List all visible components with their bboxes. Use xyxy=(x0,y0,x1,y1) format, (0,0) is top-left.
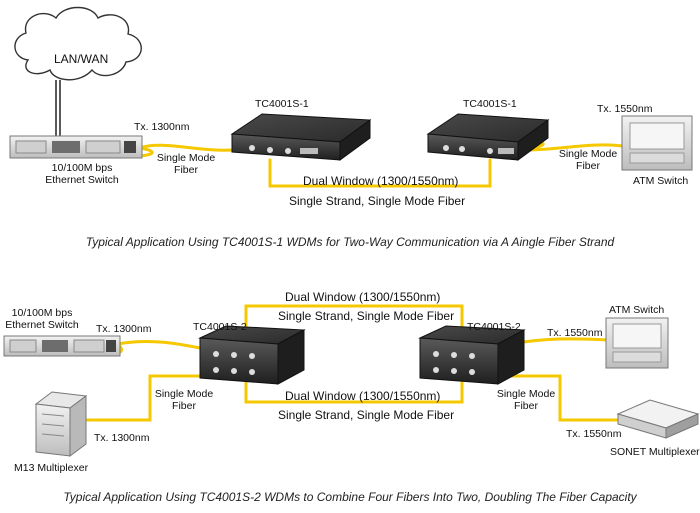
dual-window-label: Dual Window (1300/1550nm) xyxy=(303,174,459,188)
fiber-top xyxy=(138,140,624,188)
wdm-label: TC4001S-1 xyxy=(463,98,517,110)
tx-label: Tx. 1550nm xyxy=(597,103,653,115)
tx-label: Tx. 1300nm xyxy=(134,121,190,133)
atm-switch-icon xyxy=(621,115,693,171)
wdm-tc4001s-2-right-icon xyxy=(418,325,526,385)
m13-multiplexer-icon xyxy=(34,391,88,457)
lan-wan-cloud xyxy=(14,6,142,81)
atm-switch-icon xyxy=(605,317,669,369)
dual-window-label: Dual Window (1300/1550nm) xyxy=(285,290,441,304)
caption-top: Typical Application Using TC4001S-1 WDMs… xyxy=(85,235,615,249)
single-strand-label: Single Strand, Single Mode Fiber xyxy=(278,309,455,323)
tx-label: Tx. 1550nm xyxy=(547,327,603,339)
ethernet-switch-icon xyxy=(9,135,143,159)
caption-bottom: Typical Application Using TC4001S-2 WDMs… xyxy=(63,490,637,504)
cloud-label: LAN/WAN xyxy=(54,52,109,66)
sonet-multiplexer-icon xyxy=(616,399,700,439)
tx-label: Tx. 1550nm xyxy=(566,428,622,440)
wdm-label: TC4001S-1 xyxy=(255,98,309,110)
wdm-tc4001s-2-left-icon xyxy=(198,325,306,385)
tx-label: Tx. 1300nm xyxy=(96,323,152,335)
wdm-tc4001s-1-right-icon xyxy=(426,113,550,161)
wdm-label: TC4001S-2 xyxy=(467,321,521,333)
atm-switch-label: ATM Switch xyxy=(609,304,665,316)
m13-multiplexer-label: M13 Multiplexer xyxy=(14,462,89,474)
single-strand-label: Single Strand, Single Mode Fiber xyxy=(278,408,455,422)
single-strand-label: Single Strand, Single Mode Fiber xyxy=(289,194,466,208)
wdm-tc4001s-1-left-icon xyxy=(230,113,372,161)
dual-window-label: Dual Window (1300/1550nm) xyxy=(285,389,441,403)
wdm-label: TC4001S-2 xyxy=(193,321,247,333)
fiber-bottom xyxy=(80,304,620,422)
tx-label: Tx. 1300nm xyxy=(94,432,150,444)
sonet-multiplexer-label: SONET Multiplexer xyxy=(610,446,700,458)
ethernet-switch-icon xyxy=(3,335,121,357)
atm-switch-label: ATM Switch xyxy=(633,175,689,187)
